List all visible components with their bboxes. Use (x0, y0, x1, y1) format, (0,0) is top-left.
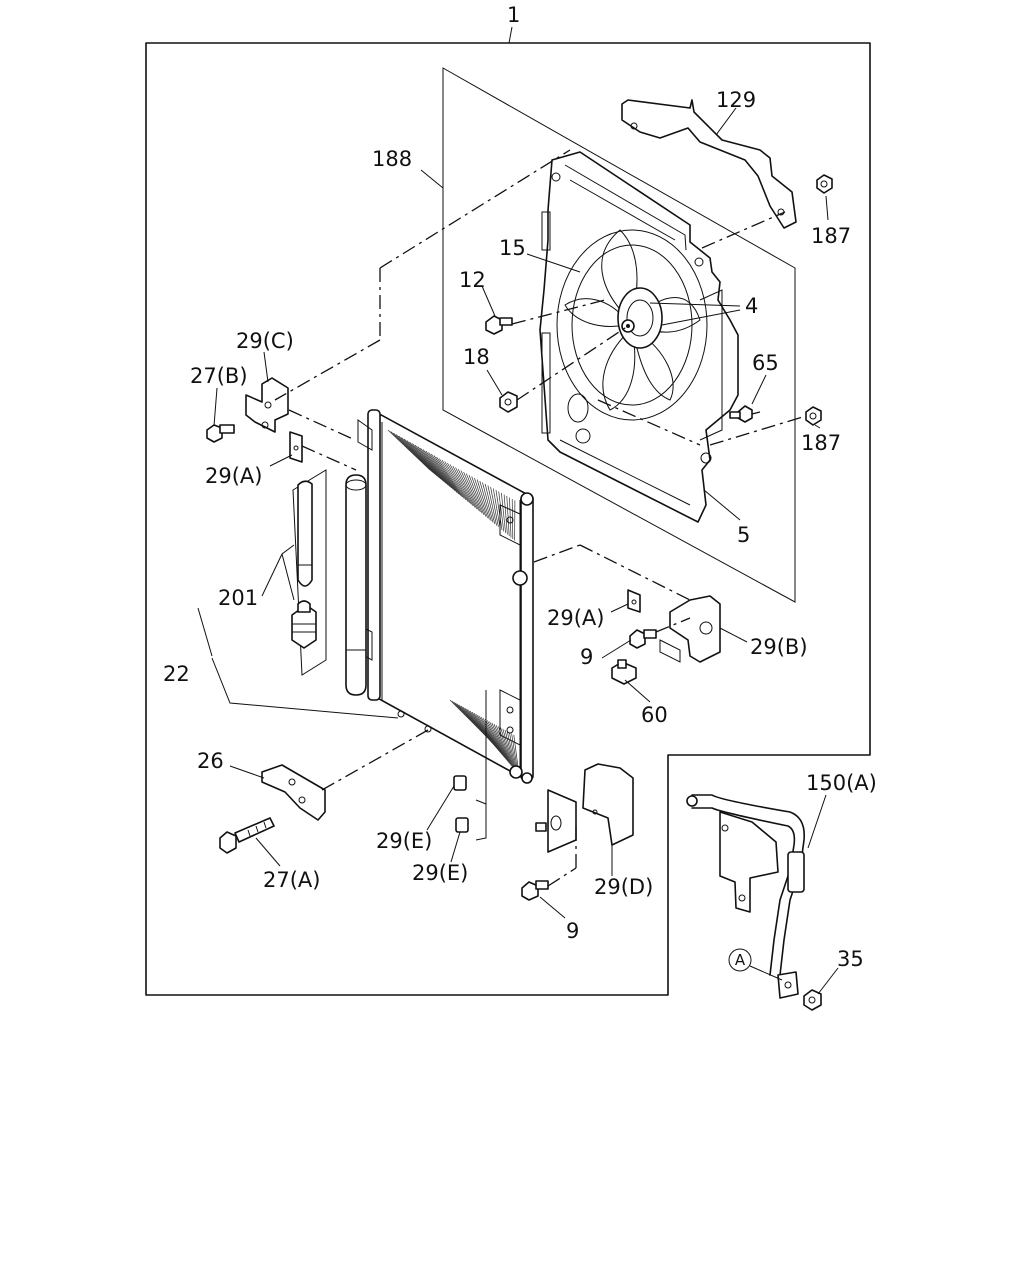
fan-shroud (539, 151, 739, 523)
callout-4: 4 (745, 294, 758, 318)
callout-26: 26 (197, 749, 224, 773)
callout-60: 60 (641, 703, 668, 727)
callout-18: 18 (463, 345, 490, 369)
condenser (357, 409, 534, 784)
bracket-29b (659, 595, 721, 663)
callout-29b: 29(B) (750, 635, 808, 659)
callout-188: 188 (372, 147, 412, 171)
bolt-65 (729, 405, 753, 423)
callout-27b: 27(B) (190, 364, 248, 388)
bracket-26 (261, 764, 326, 821)
nut-18 (499, 391, 518, 413)
circle-marker-a-label: A (735, 951, 746, 969)
fan-subassembly-panel (442, 67, 796, 603)
bolt-27b (206, 424, 235, 443)
callout-35: 35 (837, 947, 864, 971)
pipe-150a (686, 794, 806, 999)
callout-12: 12 (459, 268, 486, 292)
desiccant-201 (291, 469, 327, 676)
assembly-frame (145, 42, 871, 996)
callout-29a-left: 29(A) (205, 464, 262, 488)
fan-ring (556, 229, 708, 421)
clip-29e-upper (453, 775, 467, 791)
callout-29a-right: 29(A) (547, 606, 604, 630)
clip-29a-left (289, 431, 303, 463)
clip-60 (611, 659, 637, 685)
callout-22: 22 (163, 662, 190, 686)
nut-187-top (816, 174, 833, 194)
callout-201: 201 (218, 586, 258, 610)
fan-blade (564, 298, 627, 327)
callout-1: 1 (507, 3, 520, 27)
nut-187-bottom (805, 406, 822, 426)
callout-29e-lower: 29(E) (412, 861, 468, 885)
clip-29e-lower (455, 817, 469, 833)
bolt-9-upper (629, 629, 657, 649)
bolt-12 (485, 315, 513, 335)
callout-27a: 27(A) (263, 868, 320, 892)
bracket-29c (245, 377, 289, 433)
fan-blade (633, 331, 674, 401)
callout-9-lower: 9 (566, 919, 579, 943)
nut-35 (803, 989, 822, 1011)
callout-129: 129 (716, 88, 756, 112)
clip-29a-right (627, 589, 641, 613)
callout-5: 5 (737, 523, 750, 547)
callout-15: 15 (499, 236, 526, 260)
fan-motor (617, 287, 663, 349)
bolt-27a (219, 817, 275, 854)
circle-marker-a (728, 948, 752, 972)
callout-29e-upper: 29(E) (376, 829, 432, 853)
callout-150a: 150(A) (806, 771, 877, 795)
callout-187-bottom: 187 (801, 431, 841, 455)
callout-29c: 29(C) (236, 329, 294, 353)
fan-blade (602, 329, 636, 411)
callout-29d: 29(D) (594, 875, 653, 899)
bolt-9-lower (521, 880, 549, 901)
receiver-drier (345, 474, 367, 696)
bracket-129 (621, 99, 797, 229)
callout-187-top: 187 (811, 224, 851, 248)
callout-9-upper: 9 (580, 645, 593, 669)
callout-65: 65 (752, 351, 779, 375)
bracket-29d (547, 763, 634, 853)
